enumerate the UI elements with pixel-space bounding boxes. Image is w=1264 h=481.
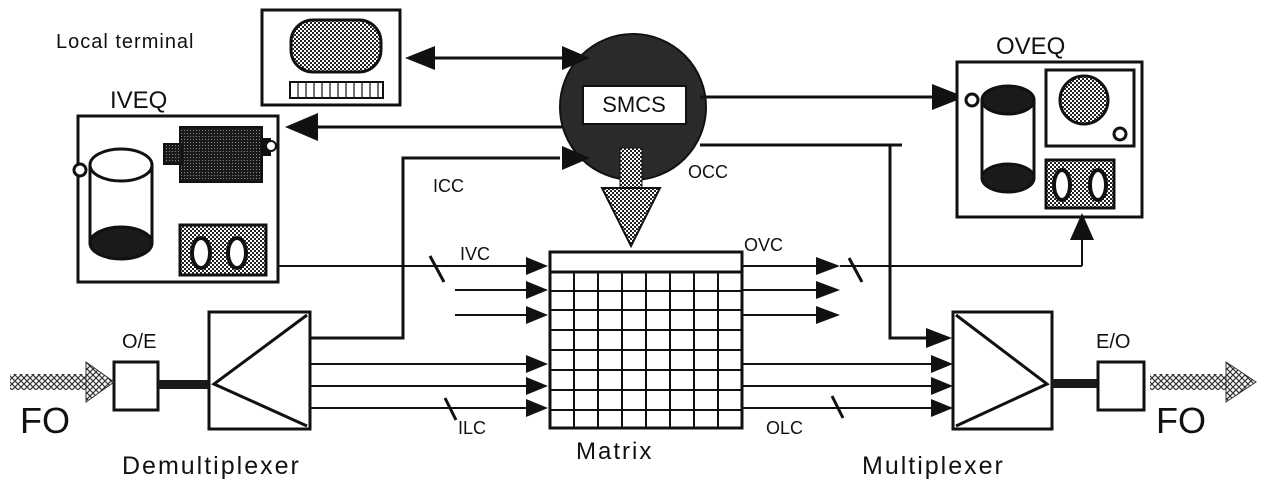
smcs-to-iveq-link — [285, 113, 562, 141]
fo-input-arrow — [10, 361, 115, 403]
iveq-equipment — [72, 114, 280, 284]
local-terminal — [260, 8, 402, 107]
oe-converter — [112, 360, 209, 412]
terminal-smcs-link — [405, 46, 590, 70]
fo-left-label: FO — [20, 400, 70, 441]
iveq-camera-icon — [179, 126, 263, 183]
multiplexer-label: Multiplexer — [862, 452, 1005, 480]
fo-right-label: FO — [1156, 400, 1206, 441]
demultiplexer — [207, 310, 312, 431]
occ-arrowhead — [926, 328, 952, 348]
icc-label: ICC — [433, 176, 464, 196]
multiplexer — [951, 310, 1054, 431]
occ-label: OCC — [688, 162, 728, 182]
local-terminal-label: Local terminal — [56, 31, 195, 53]
oe-label: O/E — [122, 331, 156, 353]
switch-matrix — [548, 250, 744, 430]
smcs-to-matrix-arrow — [600, 187, 662, 249]
occ-control-line — [700, 143, 930, 340]
terminal-screen — [289, 18, 383, 74]
demultiplexer-label: Demultiplexer — [122, 452, 301, 480]
terminal-keyboard — [289, 81, 384, 99]
olc-lines — [742, 363, 932, 419]
eo-label: E/O — [1096, 331, 1130, 353]
icc-arrowhead — [562, 146, 590, 170]
ivc-lines — [278, 255, 528, 316]
ivc-label: IVC — [460, 244, 490, 264]
oveq-equipment — [955, 60, 1144, 219]
oveq-label: OVEQ — [996, 33, 1065, 60]
matrix-label: Matrix — [576, 438, 653, 465]
olc-arrowheads — [931, 355, 953, 417]
icc-control-line — [310, 156, 560, 340]
ovc-label: OVC — [744, 235, 783, 255]
ilc-label: ILC — [458, 418, 486, 438]
ovc-lines — [742, 235, 1083, 316]
olc-label: OLC — [766, 418, 803, 438]
ovc-arrowheads — [816, 213, 1094, 324]
smcs-label: SMCS — [602, 92, 666, 117]
ivc-arrowheads — [526, 257, 548, 324]
ilc-arrowheads — [526, 355, 548, 417]
fo-output-arrow — [1150, 361, 1257, 403]
eo-converter — [1052, 360, 1146, 412]
smcs-to-oveq-link — [700, 84, 965, 110]
ilc-lines — [310, 363, 528, 421]
smcs-controller — [559, 33, 707, 249]
iveq-label: IVEQ — [110, 87, 167, 114]
smcs-output-stem — [619, 147, 643, 189]
